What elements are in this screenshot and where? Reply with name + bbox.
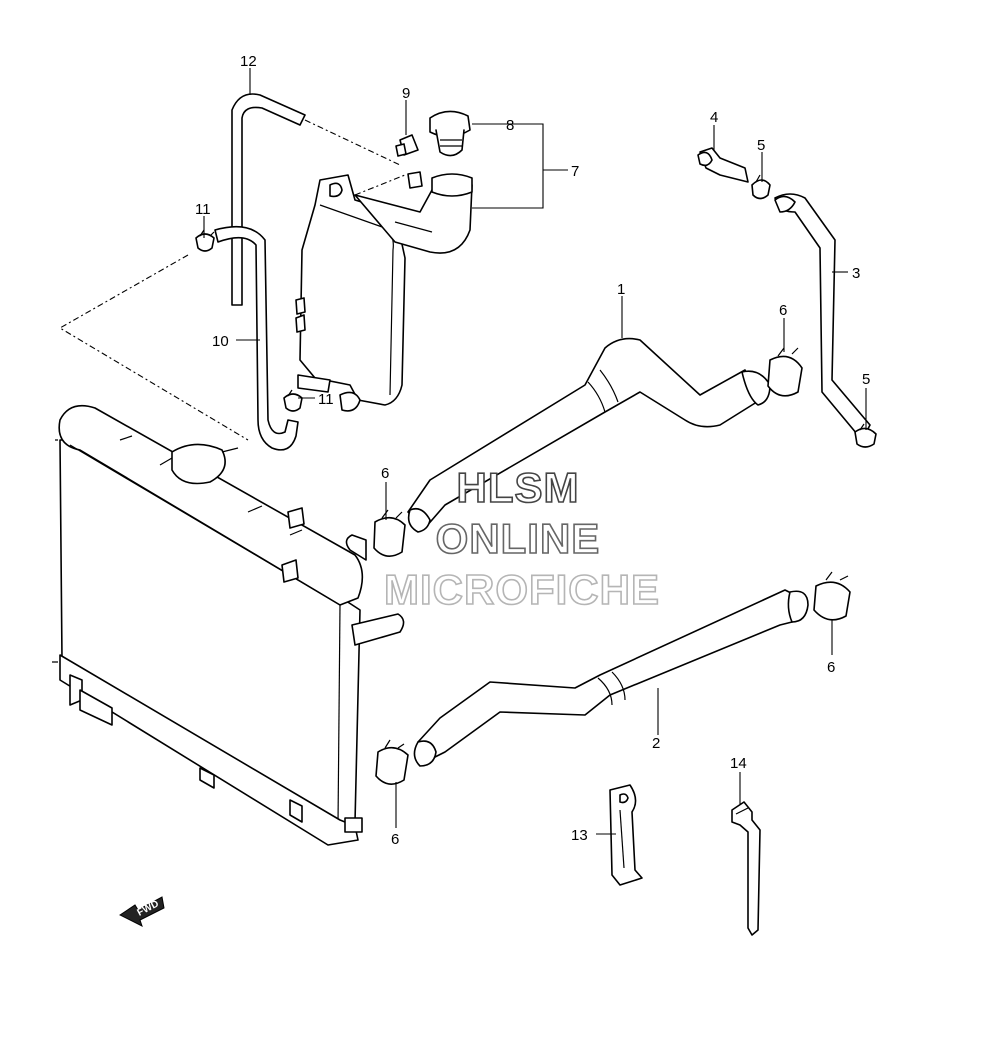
callout-3: 3: [852, 265, 860, 282]
watermark-line-3: MICROFICHE: [384, 566, 660, 613]
callout-11-upper: 11: [195, 201, 211, 218]
callout-4: 4: [710, 109, 718, 126]
watermark-line-1: HLSM: [457, 464, 580, 511]
reservoir-cap: [429, 110, 471, 157]
hose-3: [774, 193, 871, 441]
hose-12: [231, 93, 306, 306]
callout-12: 12: [240, 53, 257, 70]
leader-lines: [203, 68, 867, 835]
callout-2: 2: [652, 735, 660, 752]
callout-6-hose1-lower: 6: [381, 465, 389, 482]
callouts: 12 9 8 7 4 5 3 5 1 6 11 10 11 6 6 2 6 13…: [195, 53, 870, 848]
callout-10: 10: [212, 333, 229, 350]
callout-7: 7: [571, 163, 579, 180]
callout-11-lower: 11: [318, 391, 334, 408]
clamp-6-hose1-lower: [373, 509, 406, 557]
callout-8: 8: [506, 117, 514, 134]
clamp-6-hose2-upper: [813, 571, 851, 621]
reservoir-tank: [295, 171, 473, 412]
cable-tie-14: [731, 801, 761, 936]
fwd-arrow: FWD: [119, 896, 165, 927]
clamp-6-hose1-upper: [767, 347, 803, 397]
radiator: [52, 404, 405, 846]
fitting-4: [697, 147, 749, 183]
bracket-13: [609, 784, 643, 886]
callout-6-hose1-upper: 6: [779, 302, 787, 319]
callout-5-lower: 5: [862, 371, 870, 388]
callout-1: 1: [617, 281, 625, 298]
clamp-11-upper: [195, 229, 215, 252]
clamp-11-lower: [283, 389, 303, 412]
hose-10: [214, 225, 299, 451]
watermark: HLSM ONLINE MICROFICHE: [383, 463, 660, 614]
callout-6-hose2-lower: 6: [391, 831, 399, 848]
hose-2: [413, 589, 809, 767]
hose-1: [407, 337, 771, 533]
callout-14: 14: [730, 755, 747, 772]
callout-13: 13: [571, 827, 588, 844]
callout-5-upper: 5: [757, 137, 765, 154]
callout-6-hose2-upper: 6: [827, 659, 835, 676]
clamp-5-lower: [854, 423, 877, 448]
watermark-line-2: ONLINE: [436, 515, 601, 562]
callout-9: 9: [402, 85, 410, 102]
screw: [395, 134, 419, 157]
clamp-5-upper: [751, 174, 771, 200]
clamp-6-hose2-lower: [375, 739, 409, 785]
reference-lines: [58, 119, 406, 441]
